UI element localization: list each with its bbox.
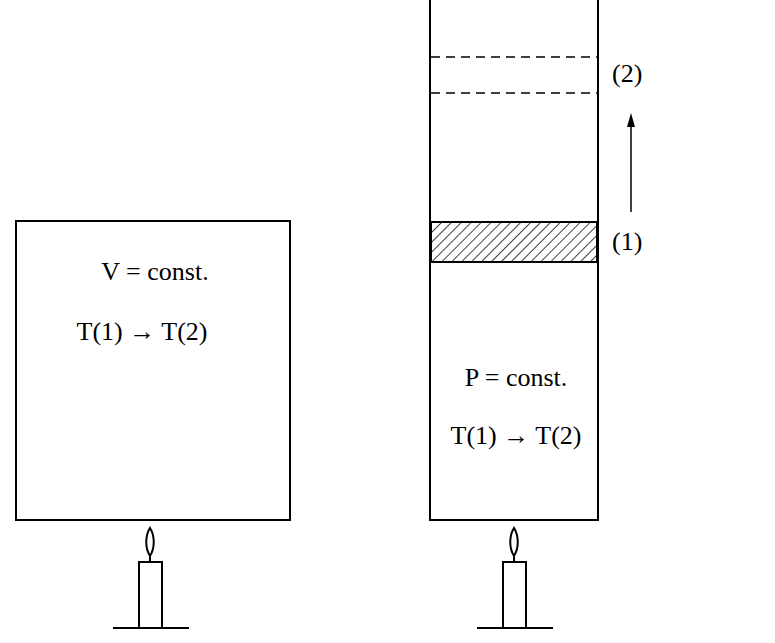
- cylinder: P = const. T(1) → T(2): [429, 0, 599, 521]
- node-text: P = const.: [465, 364, 568, 393]
- position-label: (2): [612, 60, 642, 89]
- piston-position: [431, 56, 597, 58]
- motion-arrow: [630, 125, 632, 212]
- arrow-head: [627, 113, 635, 127]
- node-text: V = const.: [101, 258, 208, 287]
- candle: [477, 528, 553, 628]
- piston-position: [431, 92, 597, 94]
- candle: [113, 528, 189, 628]
- node-text: T(1) → T(2): [451, 422, 582, 451]
- position-label: (1): [612, 228, 642, 257]
- node-text: T(1) → T(2): [77, 318, 208, 347]
- container-box: V = const. T(1) → T(2): [15, 220, 291, 521]
- piston: [431, 222, 597, 262]
